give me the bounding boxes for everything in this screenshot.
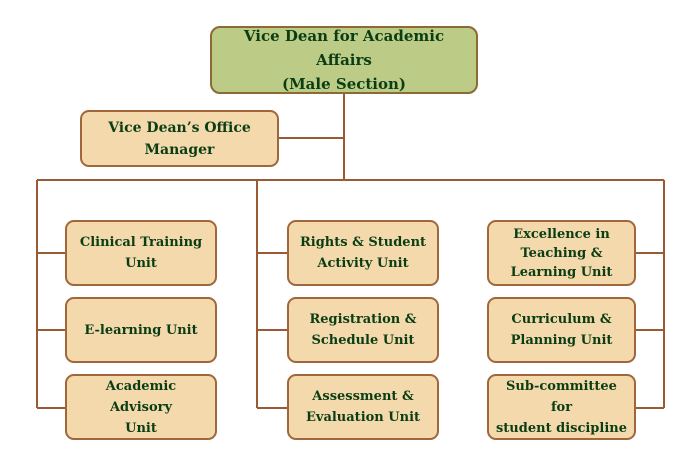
node-line: Rights & Student — [299, 235, 427, 250]
node-manager-line-2: Manager — [144, 141, 215, 158]
node-curriculum-planning-unit: Curriculum & Planning Unit — [487, 297, 636, 363]
node-line: Unit — [125, 256, 157, 271]
node-manager-line-1: Vice Dean’s Office — [108, 119, 251, 136]
node-line: Assessment & — [312, 389, 414, 404]
node-line: E-learning Unit — [84, 322, 198, 338]
node-line: Activity Unit — [317, 256, 409, 271]
node-root-line-1: Vice Dean for Academic Affairs — [243, 27, 445, 69]
node-vice-dean-academic-affairs: Vice Dean for Academic Affairs (Male Sec… — [210, 26, 478, 94]
node-clinical-training-unit: Clinical Training Unit — [65, 220, 217, 286]
node-line: Teaching & — [520, 245, 603, 261]
node-line: Sub-committee for — [506, 378, 617, 415]
node-line: Planning Unit — [510, 333, 613, 348]
node-excellence-teaching-learning-unit: Excellence in Teaching & Learning Unit — [487, 220, 636, 286]
node-line: Clinical Training — [79, 235, 203, 250]
node-line: Registration & — [309, 312, 417, 327]
node-e-learning-unit: E-learning Unit — [65, 297, 217, 363]
node-academic-advisory-unit: Academic Advisory Unit — [65, 374, 217, 440]
node-assessment-evaluation-unit: Assessment & Evaluation Unit — [287, 374, 439, 440]
node-office-manager: Vice Dean’s Office Manager — [80, 110, 279, 167]
node-line: Evaluation Unit — [305, 410, 421, 425]
node-rights-student-activity-unit: Rights & Student Activity Unit — [287, 220, 439, 286]
node-line: Curriculum & — [511, 312, 612, 327]
node-registration-schedule-unit: Registration & Schedule Unit — [287, 297, 439, 363]
node-line: Unit — [125, 420, 157, 436]
node-line: Excellence in — [513, 226, 610, 242]
node-line: Academic Advisory — [105, 378, 177, 415]
node-line: student discipline — [495, 420, 627, 436]
node-root-line-2: (Male Section) — [281, 75, 407, 93]
node-line: Schedule Unit — [311, 333, 415, 348]
node-sub-committee-student-discipline: Sub-committee for student discipline — [487, 374, 636, 440]
node-line: Learning Unit — [510, 264, 613, 280]
